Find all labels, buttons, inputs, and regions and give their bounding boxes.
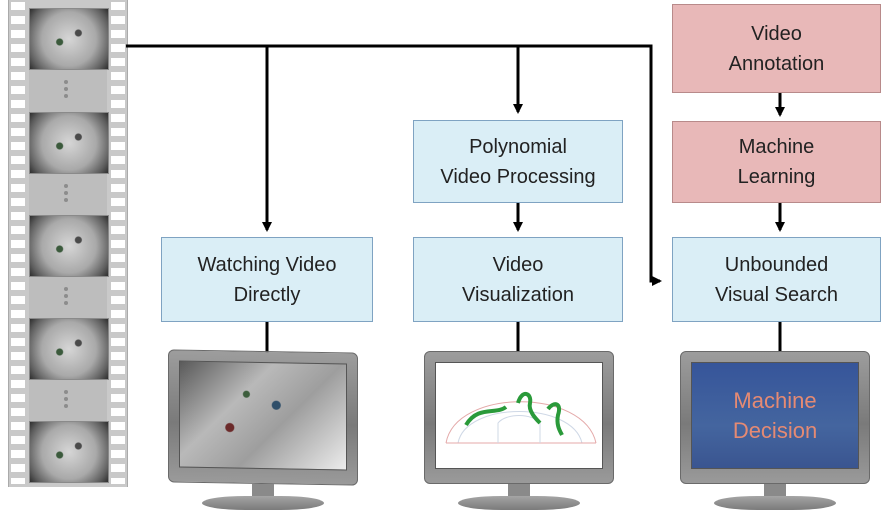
polynomial-processing-box: Polynomial Video Processing — [413, 120, 623, 203]
film-perforations-right — [111, 2, 125, 484]
ellipsis-icon — [64, 184, 70, 205]
monitor-icon — [168, 349, 358, 516]
ellipsis-icon — [64, 390, 70, 411]
monitor-stand — [714, 496, 836, 510]
video-frame — [29, 112, 109, 174]
unbounded-search-box: Unbounded Visual Search — [672, 237, 881, 322]
box-label: Video Processing — [440, 165, 596, 188]
video-annotation-box: Video Annotation — [672, 4, 881, 93]
monitor-icon — [424, 351, 614, 516]
box-label: Directly — [233, 283, 301, 306]
visualization-screen — [435, 362, 603, 469]
video-frame — [29, 318, 109, 380]
box-label: Learning — [737, 166, 816, 188]
monitor-neck — [508, 484, 530, 498]
watching-video-box: Watching Video Directly — [161, 237, 373, 322]
frame-gap — [29, 380, 107, 422]
monitor-stand — [202, 496, 324, 510]
monitor-bezel: Machine Decision — [680, 351, 870, 484]
frame-gap — [29, 70, 107, 112]
monitor-icon: Machine Decision — [680, 351, 870, 516]
video-frame — [29, 421, 109, 483]
film-perforations-left — [11, 2, 25, 484]
box-label: Visualization — [462, 283, 574, 306]
box-label: Visual Search — [714, 283, 839, 306]
monitor-neck — [764, 484, 786, 498]
monitor-bezel — [424, 351, 614, 484]
monitor-stand — [458, 496, 580, 510]
decision-label: Machine — [733, 387, 817, 413]
box-label: Unbounded — [724, 253, 829, 276]
video-screen — [179, 360, 347, 471]
decision-screen: Machine Decision — [691, 362, 859, 469]
decision-label: Decision — [732, 417, 818, 443]
film-strip-icon — [8, 0, 128, 487]
frame-gap — [29, 174, 107, 216]
ellipsis-icon — [64, 80, 70, 101]
frame-gap — [29, 277, 107, 319]
box-label: Video — [751, 22, 802, 45]
trunk-line — [126, 44, 662, 286]
video-frame — [29, 8, 109, 70]
visualization-graphic — [445, 392, 597, 444]
monitor-bezel — [168, 349, 358, 486]
box-label: Video — [492, 253, 544, 276]
monitor-neck — [252, 484, 274, 498]
ellipsis-icon — [64, 287, 70, 308]
video-visualization-box: Video Visualization — [413, 237, 623, 322]
box-label: Annotation — [728, 52, 825, 75]
video-frame — [29, 215, 109, 277]
box-label: Polynomial — [469, 135, 567, 158]
box-label: Machine — [738, 136, 815, 158]
machine-learning-box: Machine Learning — [672, 121, 881, 203]
box-label: Watching Video — [197, 253, 337, 276]
